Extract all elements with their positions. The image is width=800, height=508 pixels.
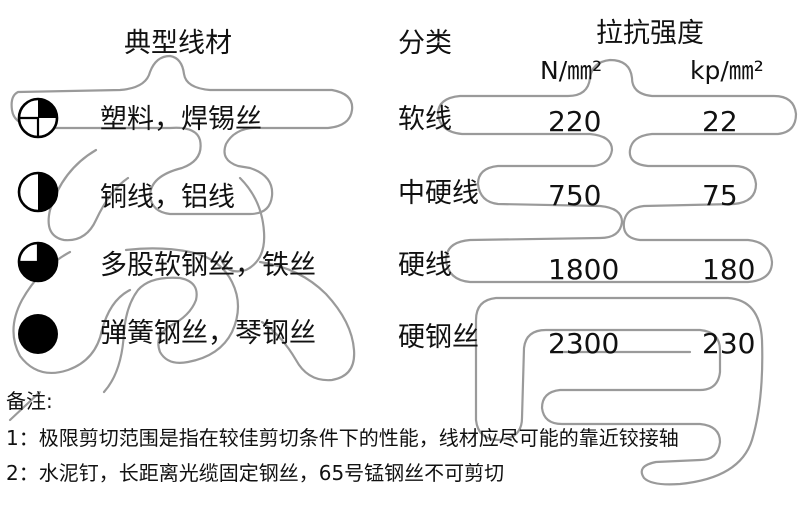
category-row-4: 硬钢丝 <box>398 322 479 353</box>
full-filled-circle-icon <box>18 314 58 354</box>
category-row-3: 硬线 <box>398 250 452 281</box>
strength-n-row-3: 1800 <box>548 253 620 286</box>
strength-n-row-4: 2300 <box>548 327 620 360</box>
strength-n-row-1: 220 <box>548 105 602 138</box>
wire-name-row-1: 塑料，焊锡丝 <box>100 104 262 135</box>
note-line-1: 1：极限剪切范围是指在较佳剪切条件下的性能，线材应尽可能的靠近铰接轴 <box>6 426 679 450</box>
category-row-1: 软线 <box>398 104 452 135</box>
three-quarter-filled-circle-icon <box>17 241 59 283</box>
header-tensile-strength: 拉抗强度 <box>596 18 704 49</box>
strength-n-row-2: 750 <box>548 179 602 212</box>
strength-kp-row-4: 230 <box>702 327 756 360</box>
unit-kp-per-mm2: kp/㎜² <box>690 56 764 85</box>
wire-name-row-3: 多股软钢丝，铁丝 <box>100 250 316 281</box>
half-filled-circle-icon <box>17 171 59 213</box>
strength-kp-row-3: 180 <box>702 253 756 286</box>
unit-n-per-mm2: N/㎜² <box>540 56 603 85</box>
strength-kp-row-1: 22 <box>702 105 738 138</box>
header-category: 分类 <box>398 28 452 59</box>
wire-name-row-4: 弹簧钢丝，琴钢丝 <box>100 318 316 349</box>
strength-kp-row-2: 75 <box>702 179 738 212</box>
header-typical-wire: 典型线材 <box>124 28 232 59</box>
quarter-filled-circle-icon <box>17 97 59 139</box>
category-row-2: 中硬线 <box>398 178 479 209</box>
wire-name-row-2: 铜线，铝线 <box>100 182 235 213</box>
note-line-2: 2：水泥钉，长距离光缆固定钢丝，65号锰钢丝不可剪切 <box>6 461 505 485</box>
notes-title: 备注: <box>6 389 53 413</box>
